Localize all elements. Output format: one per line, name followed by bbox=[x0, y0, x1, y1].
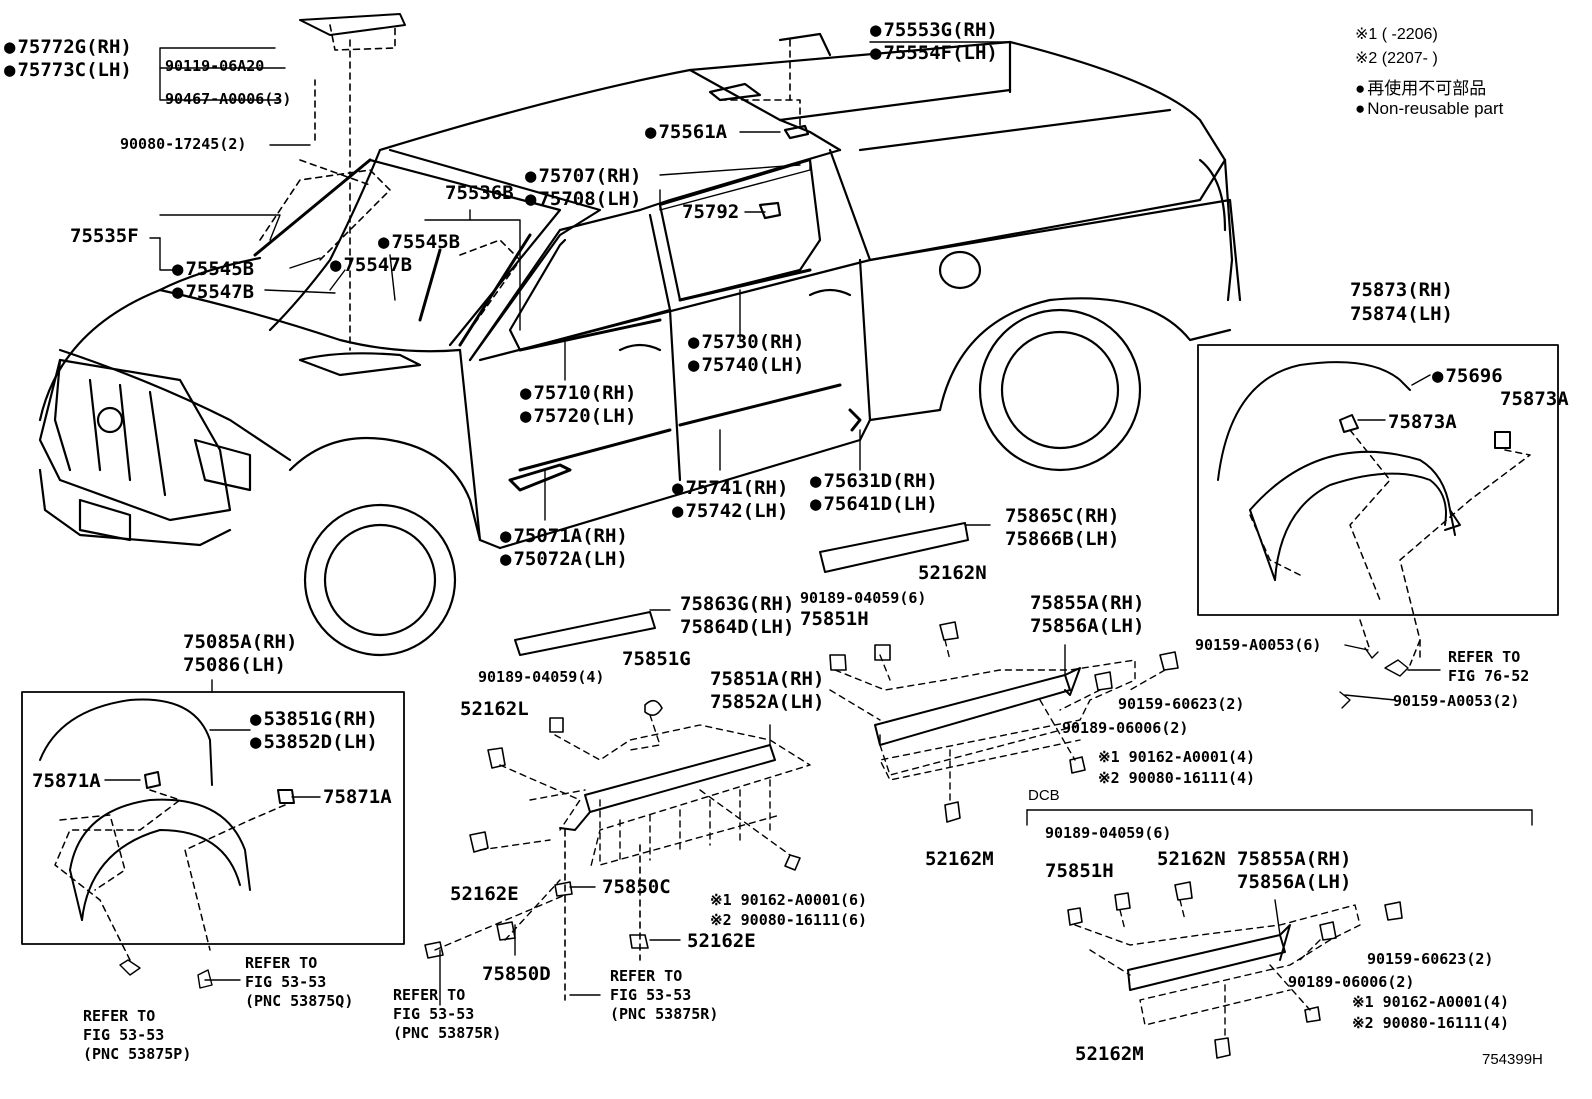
part-75874[interactable]: 75874(LH) bbox=[1350, 303, 1453, 325]
part-75851g[interactable]: 75851G bbox=[622, 648, 691, 670]
part-75708[interactable]: 75708(LH) bbox=[525, 190, 641, 209]
part-75851h-dcb[interactable]: 75851H bbox=[1045, 860, 1114, 882]
part-90189-04059-6-dcb[interactable]: 90189-04059(6) bbox=[1045, 824, 1172, 842]
part-75536b[interactable]: 75536B bbox=[445, 182, 514, 204]
part-75772g[interactable]: 75772G(RH) bbox=[4, 38, 131, 57]
part-52162n-dcb[interactable]: 52162N bbox=[1157, 848, 1226, 870]
part-90080-16111-6[interactable]: ※2 90080-16111(6) bbox=[710, 911, 868, 929]
part-75741[interactable]: 75741(RH) bbox=[672, 479, 788, 498]
part-75873a-outer[interactable]: 75873A bbox=[1500, 388, 1569, 410]
refer-53875q-line2[interactable]: FIG 53-53 bbox=[245, 973, 327, 991]
part-90162-a0001-6[interactable]: ※1 90162-A0001(6) bbox=[710, 891, 868, 909]
part-75773c[interactable]: 75773C(LH) bbox=[4, 61, 131, 80]
part-75707[interactable]: 75707(RH) bbox=[525, 167, 641, 186]
part-90189-04059-4[interactable]: 90189-04059(4) bbox=[478, 668, 605, 686]
refer-53875q-line3[interactable]: (PNC 53875Q) bbox=[245, 992, 354, 1010]
part-90162-a0001-4-dcb[interactable]: ※1 90162-A0001(4) bbox=[1352, 993, 1510, 1011]
part-75863g[interactable]: 75863G(RH) bbox=[680, 593, 795, 615]
refer-53875p-line3[interactable]: (PNC 53875P) bbox=[83, 1045, 192, 1063]
part-90080-16111-4-upper[interactable]: ※2 90080-16111(4) bbox=[1098, 769, 1256, 787]
part-90189-04059-6[interactable]: 90189-04059(6) bbox=[800, 589, 927, 607]
refer-fig-76-52-line2[interactable]: FIG 76-52 bbox=[1448, 667, 1530, 685]
part-75856a-dcb[interactable]: 75856A(LH) bbox=[1237, 871, 1352, 893]
part-75873a-inner[interactable]: 75873A bbox=[1388, 411, 1457, 433]
part-75072a[interactable]: 75072A(LH) bbox=[500, 550, 627, 569]
refer-53875p-line2[interactable]: FIG 53-53 bbox=[83, 1026, 165, 1044]
part-75856a-upper[interactable]: 75856A(LH) bbox=[1030, 615, 1145, 637]
part-75631d[interactable]: 75631D(RH) bbox=[810, 472, 937, 491]
part-75071a[interactable]: 75071A(RH) bbox=[500, 527, 627, 546]
part-75871a-right[interactable]: 75871A bbox=[323, 786, 392, 808]
part-75851h-upper[interactable]: 75851H bbox=[800, 608, 869, 630]
part-75866b[interactable]: 75866B(LH) bbox=[1005, 528, 1120, 550]
figure-id: 754399H bbox=[1482, 1051, 1543, 1068]
legend-non-reusable-en: Non-reusable part bbox=[1355, 99, 1503, 119]
part-75850c[interactable]: 75850C bbox=[602, 876, 671, 898]
part-90162-a0001-4-upper[interactable]: ※1 90162-A0001(4) bbox=[1098, 748, 1256, 766]
refer-53875r-a-line1[interactable]: REFER TO bbox=[610, 967, 683, 985]
part-75865c[interactable]: 75865C(RH) bbox=[1005, 505, 1120, 527]
part-52162l[interactable]: 52162L bbox=[460, 698, 529, 720]
part-90189-06006-dcb[interactable]: 90189-06006(2) bbox=[1288, 973, 1415, 991]
part-75545b-b[interactable]: 75545B bbox=[172, 260, 254, 279]
legend-non-reusable-ja: 再使用不可部品 bbox=[1355, 74, 1486, 99]
part-75085a[interactable]: 75085A(RH) bbox=[183, 631, 298, 653]
note-2: ※2 (2207- ) bbox=[1355, 50, 1438, 67]
section-dcb: DCB bbox=[1028, 787, 1060, 804]
refer-53875r-a-line3[interactable]: (PNC 53875R) bbox=[610, 1005, 719, 1023]
refer-53875q-line1[interactable]: REFER TO bbox=[245, 954, 318, 972]
part-75740[interactable]: 75740(LH) bbox=[688, 356, 804, 375]
part-90080-17245[interactable]: 90080-17245(2) bbox=[120, 135, 247, 153]
part-75641d[interactable]: 75641D(LH) bbox=[810, 495, 937, 514]
part-90080-16111-4-dcb[interactable]: ※2 90080-16111(4) bbox=[1352, 1014, 1510, 1032]
part-75792[interactable]: 75792 bbox=[682, 201, 740, 223]
part-75742[interactable]: 75742(LH) bbox=[672, 502, 788, 521]
part-90467-a0006[interactable]: 90467-A0006(3) bbox=[165, 90, 292, 108]
refer-53875r-b-line2[interactable]: FIG 53-53 bbox=[393, 1005, 475, 1023]
part-75871a-left[interactable]: 75871A bbox=[32, 770, 101, 792]
part-75561a[interactable]: 75561A bbox=[645, 123, 727, 142]
part-75535f[interactable]: 75535F bbox=[70, 225, 139, 247]
part-75851a[interactable]: 75851A(RH) bbox=[710, 668, 825, 690]
part-75547b-a[interactable]: 75547B bbox=[330, 256, 412, 275]
part-90159-a0053-2[interactable]: 90159-A0053(2) bbox=[1393, 692, 1520, 710]
part-90159-60623-dcb[interactable]: 90159-60623(2) bbox=[1367, 950, 1494, 968]
refer-fig-76-52-line1[interactable]: REFER TO bbox=[1448, 648, 1521, 666]
part-75720[interactable]: 75720(LH) bbox=[520, 407, 636, 426]
part-52162e-center[interactable]: 52162E bbox=[687, 930, 756, 952]
refer-53875r-b-line3[interactable]: (PNC 53875R) bbox=[393, 1024, 502, 1042]
part-75873[interactable]: 75873(RH) bbox=[1350, 279, 1453, 301]
part-52162m-dcb[interactable]: 52162M bbox=[1075, 1043, 1144, 1065]
refer-53875r-a-line2[interactable]: FIG 53-53 bbox=[610, 986, 692, 1004]
part-90159-a0053-6[interactable]: 90159-A0053(6) bbox=[1195, 636, 1322, 654]
part-75710[interactable]: 75710(RH) bbox=[520, 384, 636, 403]
part-75852a[interactable]: 75852A(LH) bbox=[710, 691, 825, 713]
part-90159-60623-upper[interactable]: 90159-60623(2) bbox=[1118, 695, 1245, 713]
part-90189-06006-upper[interactable]: 90189-06006(2) bbox=[1062, 719, 1189, 737]
part-75696[interactable]: 75696 bbox=[1432, 367, 1502, 386]
part-75086[interactable]: 75086(LH) bbox=[183, 654, 286, 676]
truck-body-outline bbox=[38, 40, 1242, 657]
refer-53875p-line1[interactable]: REFER TO bbox=[83, 1007, 156, 1025]
note-1: ※1 ( -2206) bbox=[1355, 26, 1438, 43]
part-52162m-upper[interactable]: 52162M bbox=[925, 848, 994, 870]
part-75547b-b[interactable]: 75547B bbox=[172, 283, 254, 302]
part-90119-06a20[interactable]: 90119-06A20 bbox=[165, 57, 265, 75]
refer-53875r-b-line1[interactable]: REFER TO bbox=[393, 986, 466, 1004]
part-75864d[interactable]: 75864D(LH) bbox=[680, 616, 795, 638]
part-53852d[interactable]: 53852D(LH) bbox=[250, 733, 377, 752]
part-52162e-left[interactable]: 52162E bbox=[450, 883, 519, 905]
part-75855a-upper[interactable]: 75855A(RH) bbox=[1030, 592, 1145, 614]
part-75855a-dcb[interactable]: 75855A(RH) bbox=[1237, 848, 1352, 870]
part-75730[interactable]: 75730(RH) bbox=[688, 333, 804, 352]
part-75553g[interactable]: 75553G(RH) bbox=[870, 21, 997, 40]
part-75545b-a[interactable]: 75545B bbox=[378, 233, 460, 252]
part-53851g[interactable]: 53851G(RH) bbox=[250, 710, 377, 729]
part-52162n-upper[interactable]: 52162N bbox=[918, 562, 987, 584]
part-75554f[interactable]: 75554F(LH) bbox=[870, 44, 997, 63]
part-75850d[interactable]: 75850D bbox=[482, 963, 551, 985]
